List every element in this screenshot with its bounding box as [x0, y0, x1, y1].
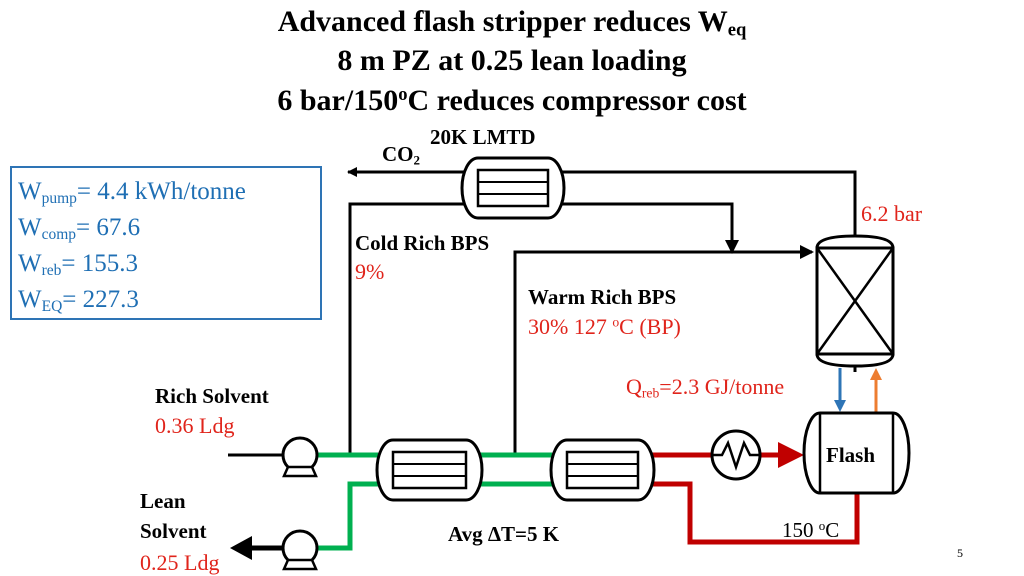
co2-main: CO	[382, 142, 414, 166]
blue-down-arrowhead	[834, 400, 846, 412]
w-eq-sub: EQ	[41, 297, 63, 315]
lean-solvent-label-1: Lean	[140, 489, 186, 513]
warm-bps-detail-sup: o	[612, 314, 620, 330]
w-eq-symbol: W	[18, 286, 42, 313]
title-line-1-main: Advanced flash stripper reduces W	[277, 5, 728, 38]
warm-bypass-arrowhead	[800, 245, 814, 259]
stripper-overhead-line	[562, 170, 857, 236]
lean-pump	[281, 529, 319, 571]
qreb-symbol: Q	[626, 374, 642, 399]
lmtd-label: 20K LMTD	[430, 125, 536, 149]
title-line-2: 8 m PZ at 0.25 lean loading	[337, 44, 687, 77]
warm-bps-detail: 30% 127 oC (BP)	[528, 314, 681, 340]
qreb-sub: reb	[641, 385, 660, 401]
hot-lean-return-line	[652, 481, 860, 545]
w-eq-line: WEQ= 227.3	[18, 282, 320, 318]
page-number: 5	[957, 546, 963, 560]
w-pump-value: = 4.4 kWh/tonne	[76, 178, 246, 205]
steam-heater	[710, 429, 762, 481]
cold-bps-percent: 9%	[355, 259, 385, 284]
cold-bps-label: Cold Rich BPS	[355, 231, 490, 255]
temp-sup: o	[818, 517, 826, 533]
w-reb-sub: reb	[41, 261, 62, 279]
cold-cross-heat-exchanger	[375, 438, 484, 502]
reboiler-arrows	[834, 368, 882, 412]
rich-loading-label: 0.36 Ldg	[155, 413, 235, 438]
cold-bypass-line	[348, 202, 465, 455]
title-line-1-sub: eq	[727, 19, 747, 41]
temp-b: C	[825, 518, 840, 542]
flash-tank	[802, 411, 911, 495]
w-eq-value: = 227.3	[62, 286, 139, 313]
qreb-label: Qreb=2.3 GJ/tonne	[626, 374, 784, 400]
title-line-3-a: 6 bar/150	[277, 84, 399, 117]
orange-up-arrowhead	[870, 368, 882, 380]
w-comp-value: = 67.6	[76, 214, 141, 241]
rich-bypass-lines	[228, 167, 857, 457]
avg-delta-t-label: Avg ΔT=5 K	[448, 522, 560, 546]
lean-return-line	[318, 481, 378, 551]
title-line-3-sup: o	[398, 83, 408, 105]
warm-bps-label: Warm Rich BPS	[528, 285, 677, 309]
w-reb-value: = 155.3	[61, 250, 139, 277]
co2-sub: 2	[413, 152, 421, 168]
pressure-label: 6.2 bar	[861, 201, 923, 226]
green-process-lines	[318, 452, 552, 551]
flash-label: Flash	[826, 443, 876, 467]
flash-feed-arrowhead	[778, 442, 804, 468]
lean-loading-label: 0.25 Ldg	[140, 550, 220, 575]
warm-bps-detail-b: C (BP)	[619, 314, 681, 339]
cold-bypass-to-stripper-line	[562, 202, 734, 250]
w-comp-sub: comp	[41, 225, 77, 243]
w-pump-sub: pump	[41, 189, 77, 207]
title-line-1: Advanced flash stripper reduces Weq	[0, 2, 1024, 42]
w-pump-line: Wpump= 4.4 kWh/tonne	[18, 174, 320, 210]
cold-bypass-arrowhead	[725, 240, 739, 254]
temp-a: 150	[782, 518, 819, 542]
title-line-3: 6 bar/150oC reduces compressor cost	[0, 81, 1024, 121]
flash-temperature-label: 150 oC	[782, 517, 839, 543]
title-line-3-b: C reduces compressor cost	[407, 84, 747, 117]
warm-cross-heat-exchanger	[549, 438, 656, 502]
warm-bps-detail-a: 30% 127	[528, 314, 613, 339]
w-reb-line: Wreb= 155.3	[18, 246, 320, 282]
qreb-value: =2.3 GJ/tonne	[659, 374, 785, 399]
w-reb-symbol: W	[18, 250, 42, 277]
rich-pump	[281, 436, 319, 478]
work-summary-box: Wpump= 4.4 kWh/tonne Wcomp= 67.6 Wreb= 1…	[10, 166, 322, 320]
overhead-heat-exchanger	[460, 156, 566, 220]
w-pump-symbol: W	[18, 178, 42, 205]
w-comp-symbol: W	[18, 214, 42, 241]
stripper-column	[815, 234, 895, 368]
co2-label: CO2	[382, 141, 420, 167]
lean-solvent-label-2: Solvent	[140, 519, 207, 543]
w-comp-line: Wcomp= 67.6	[18, 210, 320, 246]
rich-solvent-label: Rich Solvent	[155, 384, 269, 408]
warm-bypass-line	[513, 250, 812, 455]
lean-outlet-arrowhead	[230, 536, 252, 560]
